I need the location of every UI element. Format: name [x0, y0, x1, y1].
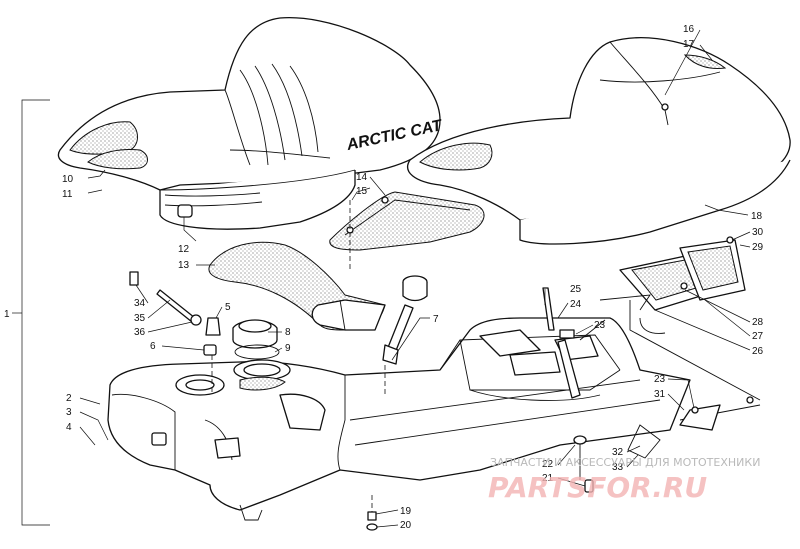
- callout-29: 29: [752, 242, 764, 253]
- callout-6: 6: [150, 341, 156, 352]
- watermark: ЗАПЧАСТИ И АКСЕССУАРЫ ДЛЯ МОТОТЕХНИКИ PA…: [488, 456, 760, 504]
- callout-31: 31: [654, 389, 666, 400]
- seat-side-panel: [208, 241, 386, 331]
- tail-light: [599, 236, 746, 334]
- callout-4: 4: [66, 422, 72, 433]
- tank-grommet: [151, 432, 167, 446]
- callout-21: 21: [542, 473, 554, 484]
- fuel-gauge: [382, 275, 428, 395]
- callout-23-upper: 23: [594, 320, 606, 331]
- callout-24: 24: [570, 299, 582, 310]
- callout-11: 11: [62, 189, 73, 200]
- callout-28: 28: [752, 317, 764, 328]
- callout-36: 36: [134, 327, 146, 338]
- watermark-tagline: ЗАПЧАСТИ И АКСЕССУАРЫ ДЛЯ МОТОТЕХНИКИ: [490, 456, 760, 469]
- callout-2: 2: [66, 393, 72, 404]
- callout-26: 26: [752, 346, 764, 357]
- callout-17: 17: [683, 39, 695, 50]
- callout-30: 30: [752, 227, 764, 238]
- callout-12: 12: [178, 244, 190, 255]
- callout-14: 14: [356, 172, 368, 183]
- front-seat: ARCTIC CAT: [57, 17, 444, 230]
- callout-20: 20: [400, 520, 412, 531]
- callout-22: 22: [542, 459, 554, 470]
- cap-seal-ring: [234, 344, 280, 360]
- callout-13: 13: [178, 260, 190, 271]
- callout-33: 33: [612, 462, 624, 473]
- assembly-bracket: [21, 99, 50, 526]
- hardware-center: [542, 287, 606, 493]
- callout-3: 3: [66, 407, 72, 418]
- callout-8: 8: [285, 327, 291, 338]
- callout-19: 19: [400, 506, 412, 517]
- callout-1: 1: [4, 309, 10, 320]
- callout-10: 10: [62, 174, 74, 185]
- watermark-logo: PARTSFOR.RU: [488, 471, 707, 504]
- seat-strap-rivet: [661, 103, 669, 111]
- leader-lines: [79, 29, 751, 528]
- callout-7: 7: [433, 314, 439, 325]
- hardware-left: [129, 271, 221, 395]
- callout-35: 35: [134, 313, 146, 324]
- seat-base-tank: [107, 317, 691, 521]
- callout-23-lower: 23: [654, 374, 666, 385]
- rear-seat: [407, 37, 791, 245]
- callout-32: 32: [612, 447, 624, 458]
- callout-25: 25: [570, 284, 582, 295]
- seat-bumper: [177, 204, 193, 218]
- fuel-cap: [232, 319, 280, 360]
- hardware-bottom: [366, 495, 378, 531]
- seat-bracket: [329, 191, 485, 270]
- callout-18: 18: [751, 211, 763, 222]
- callout-27: 27: [752, 331, 764, 342]
- callout-16: 16: [683, 24, 695, 35]
- callout-9: 9: [285, 343, 291, 354]
- wire-harness: [627, 300, 761, 459]
- callout-15: 15: [356, 186, 368, 197]
- callout-labels: 1 2 3 4 5 6 7 8 9 10 11 12 13 14 15 16 1…: [4, 24, 764, 531]
- callout-5: 5: [225, 302, 231, 313]
- callout-34: 34: [134, 298, 146, 309]
